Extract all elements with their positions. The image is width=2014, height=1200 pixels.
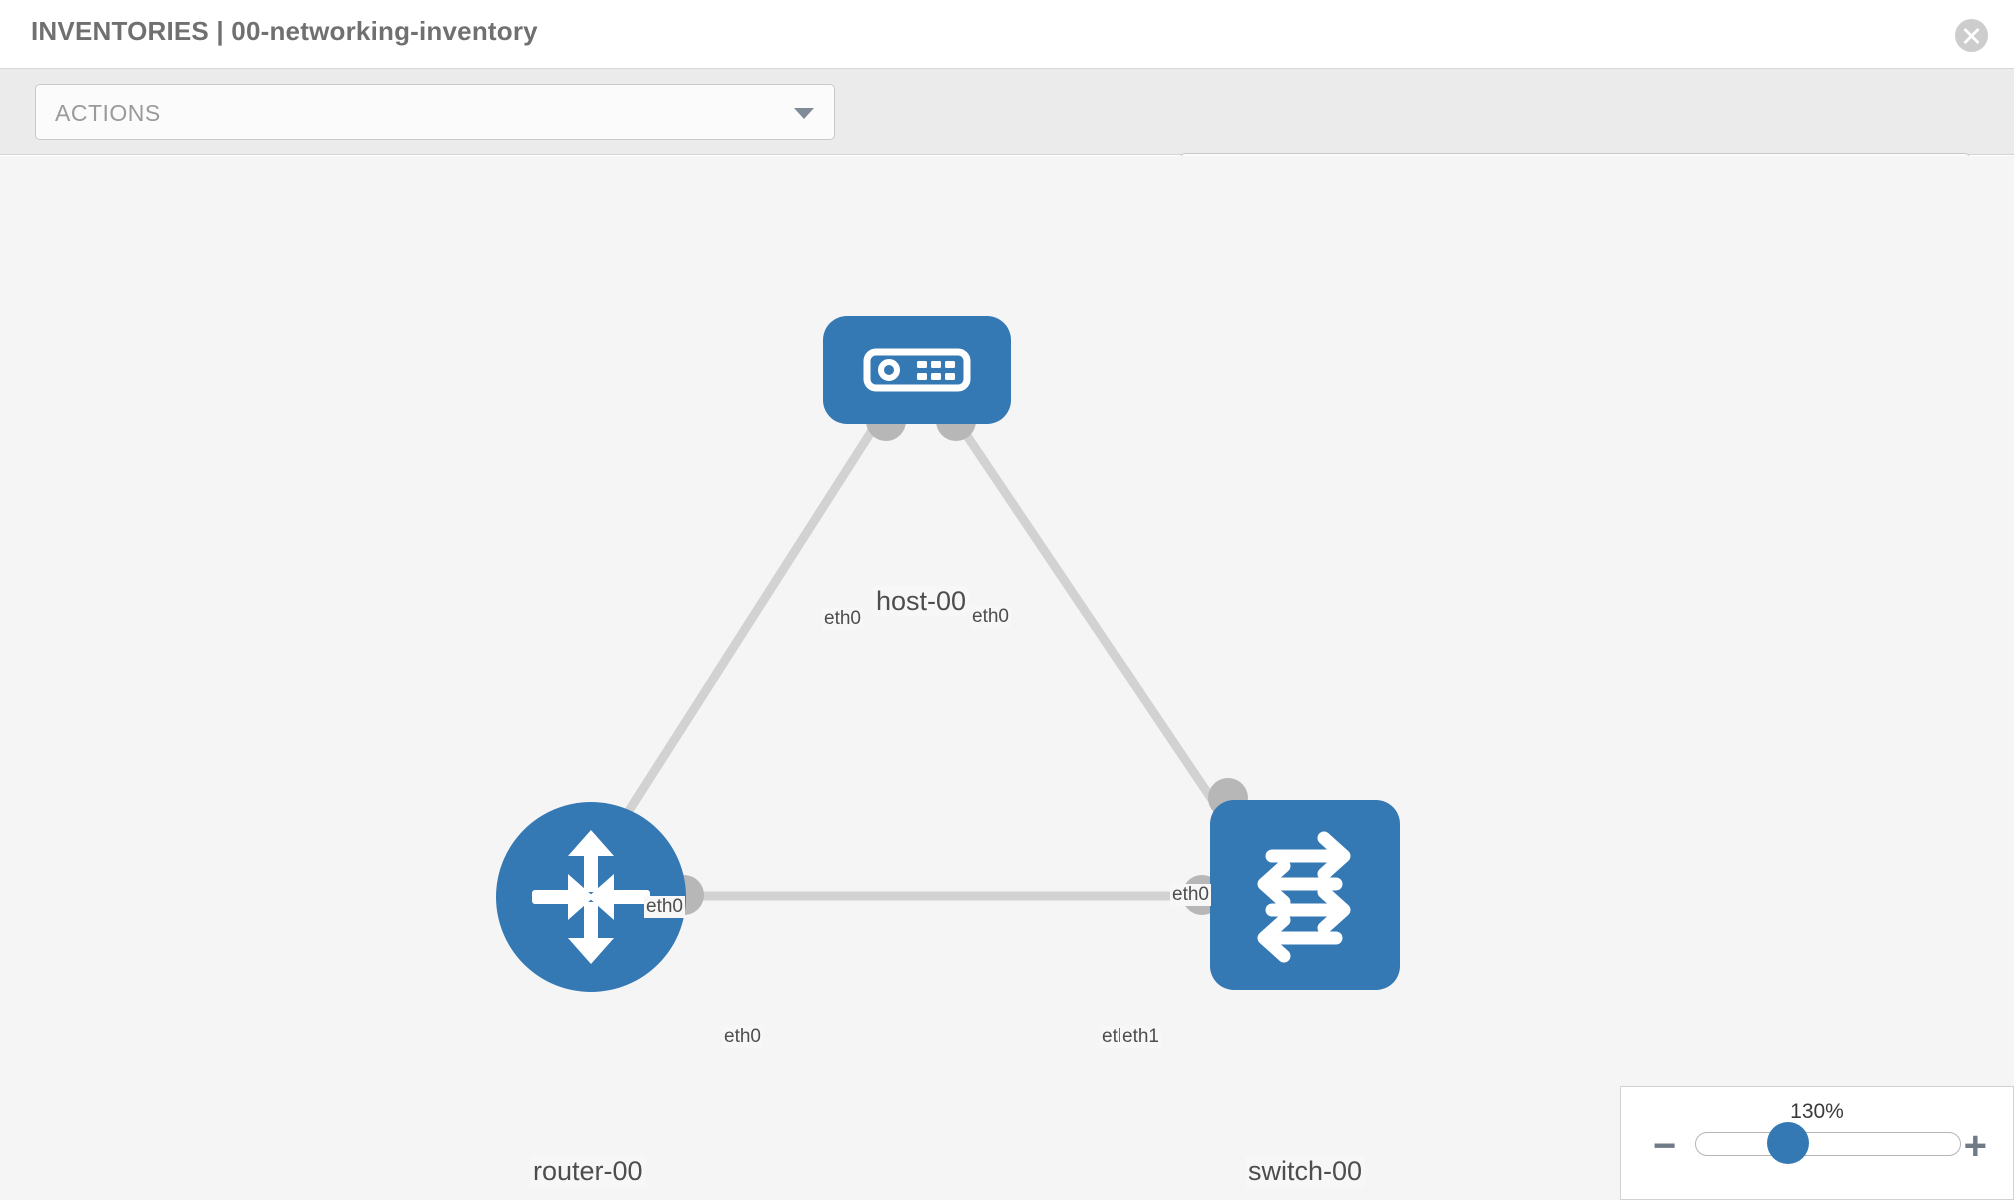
- node-switch-00[interactable]: [1210, 800, 1400, 990]
- toolbar: ACTIONS SEARCH: [0, 69, 2014, 209]
- zoom-out-button[interactable]: −: [1653, 1124, 1677, 1168]
- iface-label-host-right: eth0: [970, 606, 1011, 628]
- page-title: INVENTORIES | 00-networking-inventory: [31, 16, 538, 46]
- close-icon[interactable]: [1955, 19, 1988, 52]
- zoom-control-panel: 130% − +: [1620, 1086, 2014, 1200]
- iface-label-switch-up: eth0: [1170, 884, 1211, 906]
- chevron-down-icon: [794, 108, 814, 119]
- node-host-00[interactable]: [823, 316, 1011, 424]
- zoom-slider-thumb[interactable]: [1767, 1122, 1809, 1164]
- zoom-level-value: 130%: [1790, 1100, 1844, 1123]
- zoom-in-button[interactable]: +: [1963, 1124, 1987, 1168]
- node-label-switch-00: switch-00: [1245, 1156, 1366, 1187]
- link-host-router: [595, 413, 885, 861]
- zoom-slider-track[interactable]: [1695, 1132, 1961, 1156]
- node-label-router-00: router-00: [530, 1156, 646, 1187]
- iface-label-router-up: eth0: [644, 896, 685, 918]
- iface-label-router-right: eth0: [722, 1026, 763, 1048]
- link-host-switch: [950, 413, 1255, 861]
- topology-links: [595, 413, 1255, 901]
- page-header: INVENTORIES | 00-networking-inventory: [0, 0, 2014, 69]
- iface-label-host-left: eth0: [822, 608, 863, 630]
- node-label-host-00: host-00: [873, 586, 970, 617]
- iface-label-switch-left: eth1: [1120, 1026, 1161, 1048]
- actions-dropdown-label: ACTIONS: [55, 100, 161, 126]
- actions-dropdown[interactable]: ACTIONS: [35, 84, 835, 140]
- topology-canvas[interactable]: host-00 router-00 switch-00 eth0 eth0 et…: [0, 156, 2014, 1200]
